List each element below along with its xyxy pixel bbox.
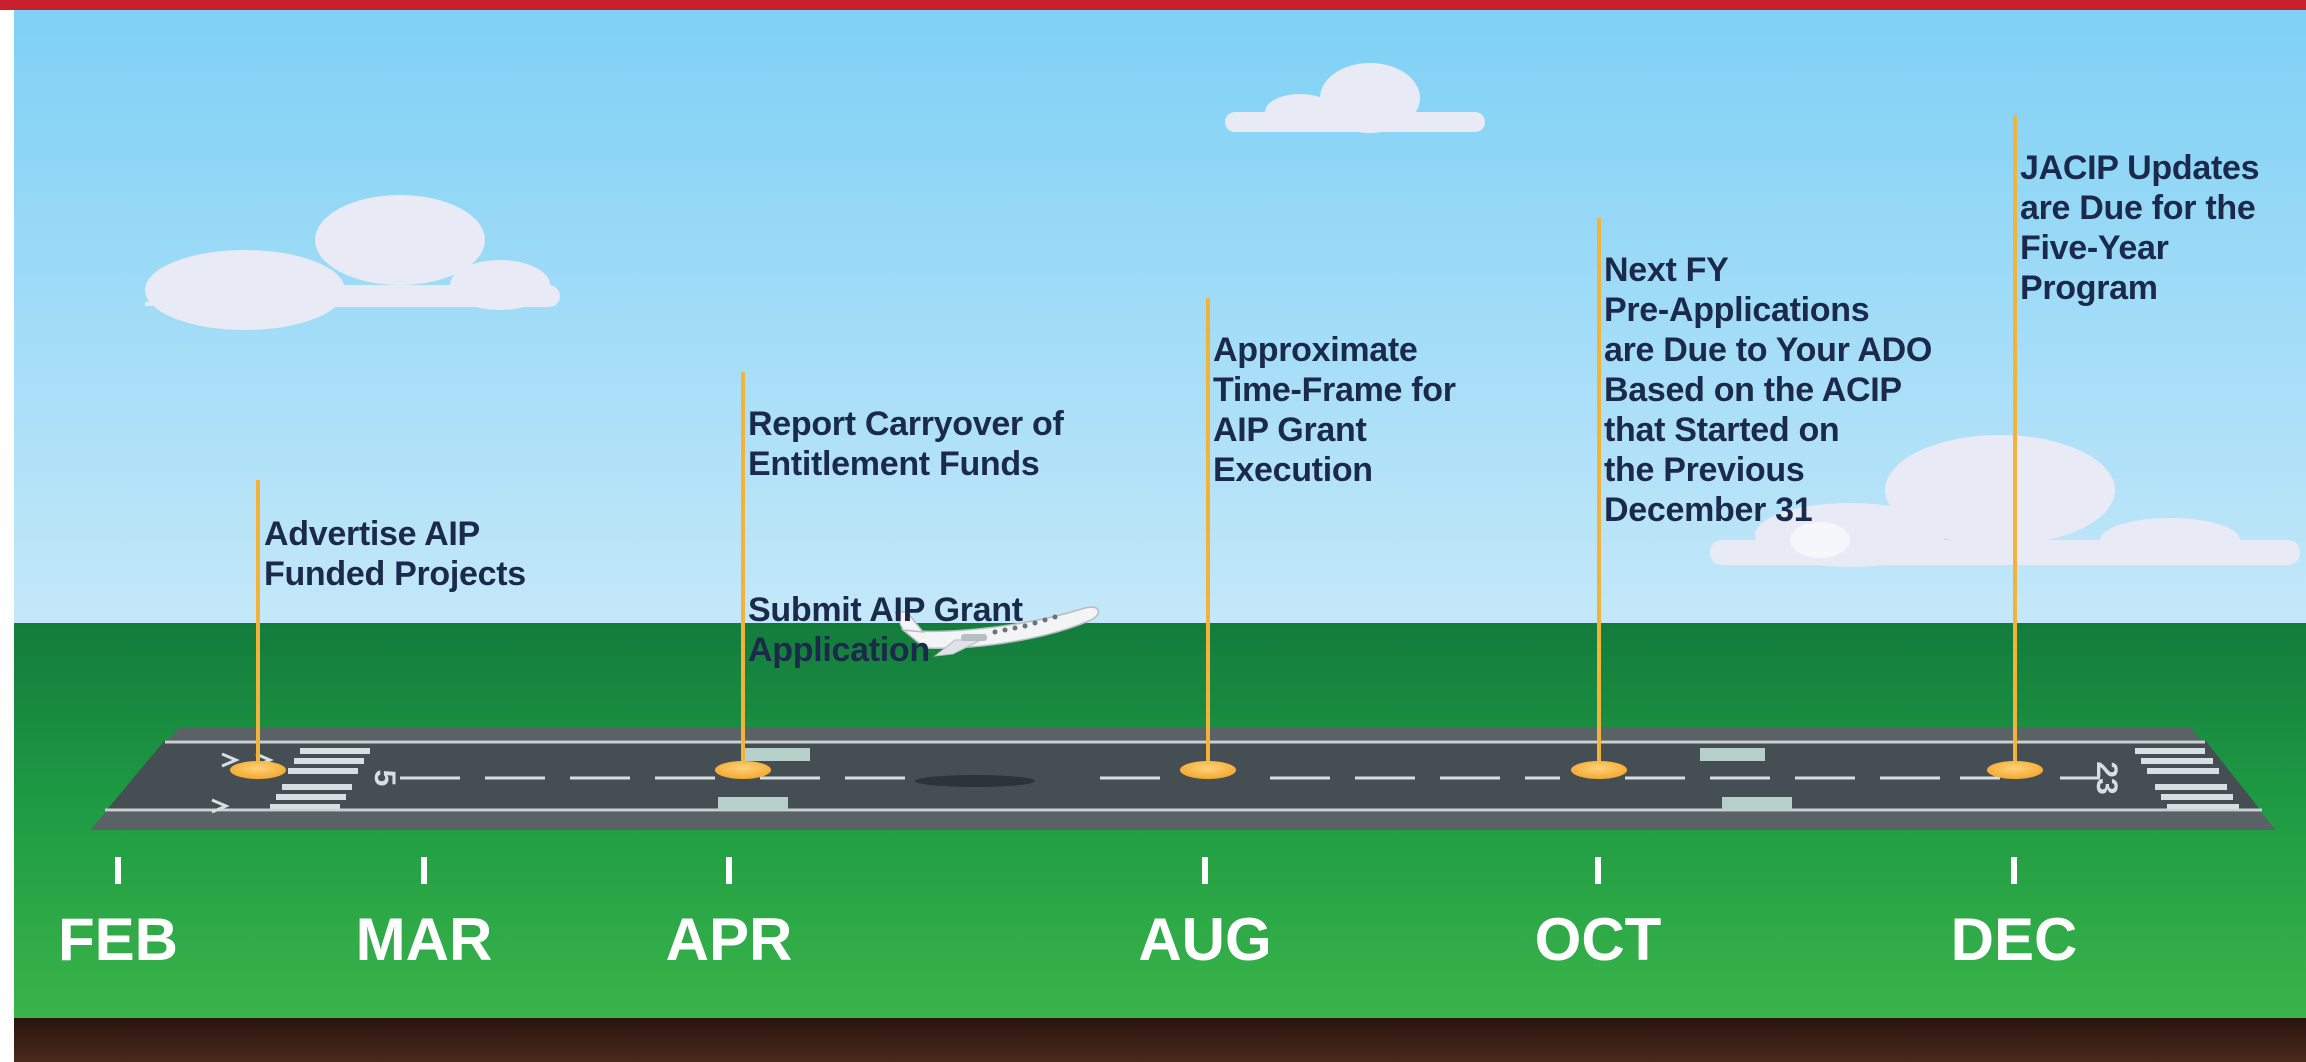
milestone-pole-aug <box>1180 298 1236 779</box>
milestone-apr-line-1: Report Carryover of Entitlement Funds <box>748 405 1064 483</box>
month-label-mar: MAR <box>355 906 493 973</box>
milestone-pole-feb <box>230 480 286 779</box>
cloud-left <box>145 195 560 330</box>
month-label-dec: DEC <box>1950 906 2078 973</box>
month-label-apr: APR <box>665 906 793 973</box>
left-margin <box>0 0 14 1062</box>
runway-number-right: 23 <box>2090 761 2123 794</box>
cloud-top <box>1225 63 1485 133</box>
milestone-feb-line: Advertise AIP Funded Projects <box>264 515 526 593</box>
milestone-pole-apr <box>715 372 771 779</box>
milestone-aug-line: Approximate Time-Frame for AIP Grant Exe… <box>1213 331 1456 489</box>
airplane-icon <box>893 606 1100 657</box>
runway <box>90 727 2276 830</box>
milestone-pole-oct <box>1571 218 1627 779</box>
milestone-dec-line: JACIP Updates are Due for the Five-Year … <box>2020 149 2260 307</box>
milestone-aug-text: Approximate Time-Frame for AIP Grant Exe… <box>1213 290 1456 530</box>
milestone-oct-text: Next FY Pre-Applications are Due to Your… <box>1604 210 1932 570</box>
soil <box>14 1018 2306 1062</box>
month-label-aug: AUG <box>1138 906 1272 973</box>
milestone-apr-line-2: Submit AIP Grant Application <box>748 591 1023 669</box>
cloud-right <box>1710 435 2300 567</box>
month-ticks <box>115 857 2017 884</box>
milestone-pole-dec <box>1987 115 2043 779</box>
milestone-apr-text: Report Carryover of Entitlement Funds Su… <box>748 364 1064 710</box>
month-label-feb: FEB <box>58 906 178 973</box>
milestone-feb-text: Advertise AIP Funded Projects <box>264 474 526 634</box>
milestone-oct-line: Next FY Pre-Applications are Due to Your… <box>1604 251 1933 529</box>
milestone-dec-text: JACIP Updates are Due for the Five-Year … <box>2020 108 2260 348</box>
month-label-oct: OCT <box>1534 906 1662 973</box>
runway-number-left: 5 <box>368 770 401 787</box>
top-bar <box>0 0 2306 10</box>
